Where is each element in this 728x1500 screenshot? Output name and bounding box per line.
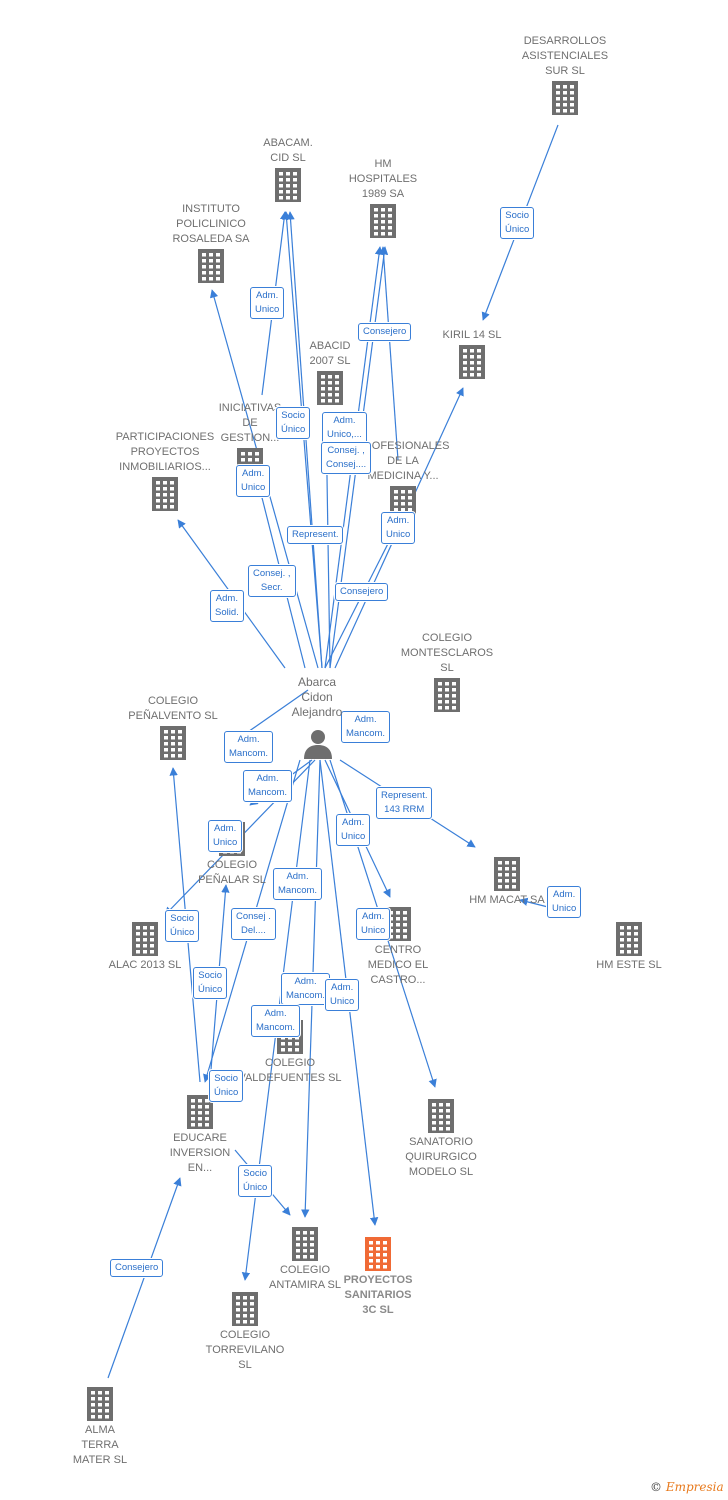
brand-name: Empresia (665, 1480, 724, 1494)
relation-label[interactable]: Adm. Unico (325, 979, 360, 1011)
relation-edge (282, 211, 323, 669)
person-icon[interactable] (296, 728, 340, 765)
company-node-penalvento[interactable]: COLEGIO PEÑALVENTO SL (113, 694, 233, 762)
building-icon (152, 477, 178, 511)
building-icon (275, 168, 301, 202)
company-label: COLEGIO ANTAMIRA SL (269, 1264, 341, 1291)
company-label: ALAC 2013 SL (108, 959, 182, 971)
relation-label[interactable]: Represent. 143 RRM (376, 787, 433, 819)
building-icon (317, 371, 343, 405)
relation-label[interactable]: Socio Único (165, 910, 200, 942)
company-node-instituto[interactable]: INSTITUTO POLICLINICO ROSALEDA SA (151, 202, 271, 285)
building-icon (616, 922, 642, 956)
company-node-abacam[interactable]: ABACAM. CID SL (228, 136, 348, 204)
building-icon (232, 1292, 258, 1326)
building-icon (459, 345, 485, 379)
relation-edge (379, 246, 399, 461)
company-node-participaciones[interactable]: PARTICIPACIONES PROYECTOS INMOBILIARIOS.… (105, 430, 225, 513)
company-label: ABACID 2007 SL (309, 340, 351, 367)
company-node-alma[interactable]: ALMA TERRA MATER SL (40, 1385, 160, 1468)
relation-label[interactable]: Consejero (335, 583, 389, 601)
relation-label[interactable]: Adm. Solid. (210, 590, 244, 622)
relation-label[interactable]: Consej. , Consej.... (321, 442, 372, 474)
building-icon (187, 1095, 213, 1129)
company-label: EDUCARE INVERSION EN... (169, 1132, 231, 1174)
relation-label[interactable]: Adm. Mancom. (243, 770, 293, 802)
relation-label[interactable]: Socio Único (500, 207, 535, 239)
relation-label[interactable]: Represent. (287, 526, 344, 544)
company-node-antamira[interactable]: COLEGIO ANTAMIRA SL (245, 1225, 365, 1293)
company-label: COLEGIO PEÑALAR SL (198, 859, 266, 886)
building-icon (198, 249, 224, 283)
relation-label[interactable]: Socio Único (276, 407, 311, 439)
company-label: PARTICIPACIONES PROYECTOS INMOBILIARIOS.… (115, 431, 215, 473)
building-icon (160, 726, 186, 760)
company-label: PROYECTOS SANITARIOS 3C SL (343, 1274, 413, 1316)
company-label: COLEGIO PEÑALVENTO SL (128, 695, 218, 722)
company-label: CENTRO MEDICO EL CASTRO... (367, 944, 429, 986)
company-label: HM MACAT SA (469, 894, 545, 906)
company-node-iniciativas[interactable]: INICIATIVAS DE GESTION... (190, 401, 310, 484)
company-label: DESARROLLOS ASISTENCIALES SUR SL (521, 35, 609, 77)
relation-label[interactable]: Adm. Unico,... (322, 412, 367, 444)
relation-edge (286, 211, 323, 669)
relation-label[interactable]: Consej. , Secr. (248, 565, 296, 597)
brand-logo: © Empresia (650, 1480, 724, 1494)
company-label: COLEGIO TORREVILANO SL (205, 1329, 285, 1371)
company-label: KIRIL 14 SL (442, 329, 502, 341)
company-node-desarrollos[interactable]: DESARROLLOS ASISTENCIALES SUR SL (505, 34, 625, 117)
company-label: PROFESIONALES DE LA MEDICINA Y... (356, 440, 450, 482)
company-node-kiril[interactable]: KIRIL 14 SL (412, 328, 532, 381)
building-icon (434, 678, 460, 712)
relation-label[interactable]: Adm. Unico (547, 886, 582, 918)
company-node-alac[interactable]: ALAC 2013 SL (85, 920, 205, 973)
relation-label[interactable]: Adm. Mancom. (273, 868, 323, 900)
relation-label[interactable]: Adm. Unico (236, 465, 271, 497)
relation-label[interactable]: Socio Único (209, 1070, 244, 1102)
company-node-torrevilano[interactable]: COLEGIO TORREVILANO SL (185, 1290, 305, 1373)
building-icon (370, 204, 396, 238)
company-label: ALMA TERRA MATER SL (72, 1424, 128, 1466)
relation-label[interactable]: Consejero (358, 323, 412, 341)
company-node-sanatorio[interactable]: SANATORIO QUIRURGICO MODELO SL (381, 1097, 501, 1180)
building-icon (292, 1227, 318, 1261)
building-icon (494, 857, 520, 891)
company-label: HM HOSPITALES 1989 SA (348, 158, 418, 200)
company-node-hmeste[interactable]: HM ESTE SL (569, 920, 689, 973)
company-label: SANATORIO QUIRURGICO MODELO SL (405, 1136, 477, 1178)
company-node-proyectos[interactable]: PROYECTOS SANITARIOS 3C SL (318, 1235, 438, 1318)
company-label: HM ESTE SL (596, 959, 662, 971)
building-icon (552, 81, 578, 115)
relation-label[interactable]: Socio Único (238, 1165, 273, 1197)
relation-label[interactable]: Consejero (110, 1259, 164, 1277)
relation-label[interactable]: Adm. Unico (208, 820, 243, 852)
building-icon (365, 1237, 391, 1271)
company-label: INICIATIVAS DE GESTION... (218, 402, 282, 444)
relation-label[interactable]: Adm. Mancom. (281, 973, 331, 1005)
relation-label[interactable]: Adm. Unico (336, 814, 371, 846)
company-label: ABACAM. CID SL (263, 137, 313, 164)
relation-label[interactable]: Adm. Unico (381, 512, 416, 544)
relation-label[interactable]: Socio Único (193, 967, 228, 999)
building-icon (132, 922, 158, 956)
relation-label[interactable]: Adm. Unico (250, 287, 285, 319)
relation-label[interactable]: Adm. Unico (356, 908, 391, 940)
relation-label[interactable]: Adm. Mancom. (251, 1005, 301, 1037)
relation-label[interactable]: Adm. Mancom. (224, 731, 274, 763)
copyright-symbol: © (650, 1480, 662, 1494)
relation-edge (107, 1177, 182, 1379)
company-label: INSTITUTO POLICLINICO ROSALEDA SA (172, 203, 250, 245)
building-icon (428, 1099, 454, 1133)
building-icon (87, 1387, 113, 1421)
company-node-educare[interactable]: EDUCARE INVERSION EN... (140, 1093, 260, 1176)
company-node-hm1989[interactable]: HM HOSPITALES 1989 SA (323, 157, 443, 240)
relation-label[interactable]: Consej . Del.... (231, 908, 276, 940)
center-person-label[interactable]: Abarca Cidon Alejandro (291, 675, 343, 719)
company-node-hmmacat[interactable]: HM MACAT SA (447, 855, 567, 908)
company-label: COLEGIO MONTESCLAROS SL (400, 632, 494, 674)
company-node-montesclaros[interactable]: COLEGIO MONTESCLAROS SL (387, 631, 507, 714)
company-label: COLEGIO VALDEFUENTES SL (238, 1057, 342, 1084)
company-node-abacid[interactable]: ABACID 2007 SL (270, 339, 390, 407)
relation-label[interactable]: Adm. Mancom. (341, 711, 391, 743)
